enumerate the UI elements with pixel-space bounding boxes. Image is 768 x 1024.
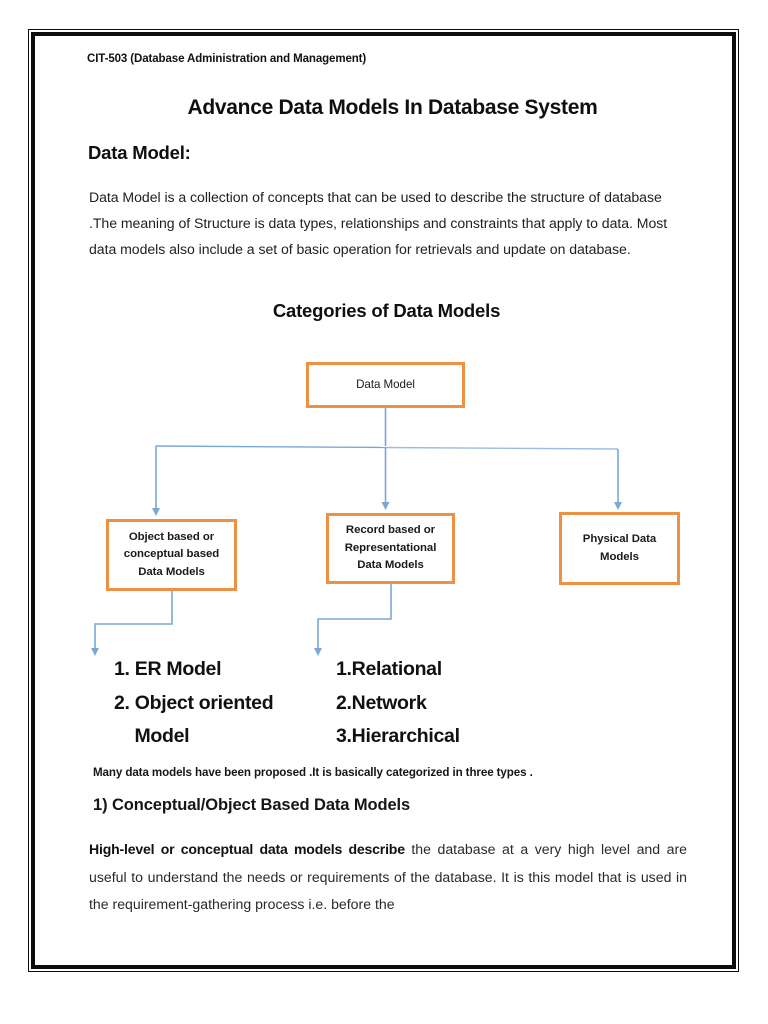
paragraph-lead: High-level or conceptual data models des… bbox=[89, 841, 405, 857]
diagram-connectors bbox=[91, 408, 622, 656]
diagram-node-label: Record based or Representational Data Mo… bbox=[344, 524, 437, 572]
diagram-node-physical: Physical Data Models bbox=[559, 512, 680, 585]
diagram-node-record-based: Record based or Representational Data Mo… bbox=[326, 513, 455, 584]
diagram-title: Categories of Data Models bbox=[272, 300, 501, 321]
list-object-based-models: 1. ER Model 2. Object oriented Model bbox=[114, 658, 274, 747]
page-title: Advance Data Models In Database System bbox=[187, 96, 598, 119]
paragraph-rest: the database at a very high level and ar… bbox=[89, 841, 687, 912]
course-code-header: CIT-503 (Database Administration and Man… bbox=[87, 53, 367, 65]
document-page: CIT-503 (Database Administration and Man… bbox=[28, 29, 739, 972]
diagram-node-object-based: Object based or conceptual based Data Mo… bbox=[106, 519, 237, 591]
page-content: CIT-503 (Database Administration and Man… bbox=[35, 36, 732, 965]
note-three-types: Many data models have been proposed .It … bbox=[93, 766, 533, 779]
paragraph-conceptual-description: High-level or conceptual data models des… bbox=[89, 836, 687, 919]
diagram-node-label: Object based or conceptual based Data Mo… bbox=[123, 530, 220, 578]
diagram-node-label: Physical Data Models bbox=[582, 533, 657, 563]
heading-conceptual-object-based: 1) Conceptual/Object Based Data Models bbox=[93, 796, 411, 814]
paragraph-data-model-definition: Data Model is a collection of concepts t… bbox=[89, 189, 668, 258]
diagram-node-label: Data Model bbox=[356, 378, 415, 392]
heading-data-model: Data Model: bbox=[88, 142, 191, 163]
list-record-based-models: 1.Relational 2.Network 3.Hierarchical bbox=[336, 658, 460, 747]
diagram-node-data-model: Data Model bbox=[306, 362, 465, 408]
